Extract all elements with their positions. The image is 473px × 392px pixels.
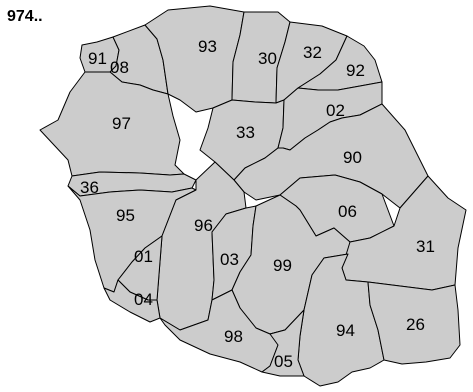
region-label-31: 31 [416, 237, 435, 256]
region-label-30: 30 [258, 49, 277, 68]
region-label-95: 95 [116, 206, 135, 225]
region-04[interactable] [103, 279, 161, 323]
map-title: 974.. [7, 8, 43, 25]
region-label-90: 90 [343, 148, 362, 167]
region-label-03: 03 [220, 250, 239, 269]
region-label-93: 93 [198, 37, 217, 56]
region-label-92: 92 [346, 61, 365, 80]
region-label-04: 04 [134, 290, 153, 309]
region-label-94: 94 [336, 321, 355, 340]
region-26[interactable] [367, 281, 461, 365]
region-label-33: 33 [236, 123, 255, 142]
region-label-96: 96 [194, 216, 213, 235]
region-label-97: 97 [112, 114, 131, 133]
regions-layer [39, 5, 467, 387]
region-label-06: 06 [338, 202, 357, 221]
region-label-01: 01 [134, 247, 153, 266]
region-label-05: 05 [274, 352, 293, 371]
region-label-99: 99 [273, 256, 292, 275]
region-label-91: 91 [88, 49, 107, 68]
region-label-26: 26 [406, 315, 425, 334]
region-label-98: 98 [224, 327, 243, 346]
region-05[interactable] [261, 309, 305, 377]
region-label-32: 32 [303, 43, 322, 62]
region-label-08: 08 [110, 58, 129, 77]
region-label-36: 36 [80, 178, 99, 197]
region-label-02: 02 [326, 101, 345, 120]
